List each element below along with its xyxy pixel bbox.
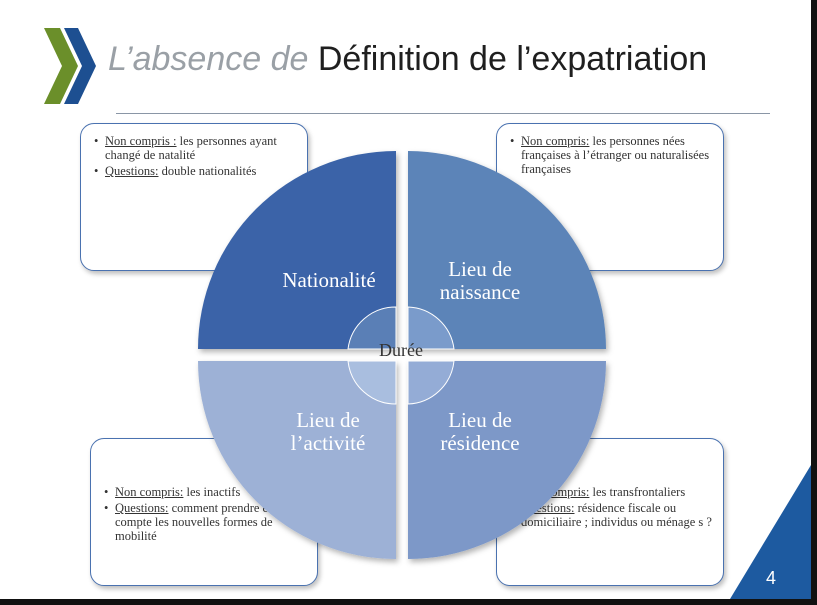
quadrant-bottom-right bbox=[408, 361, 606, 559]
note-key: Non compris: bbox=[115, 485, 184, 499]
title-dark: Définition de l’expatriation bbox=[317, 40, 708, 78]
title-divider bbox=[116, 113, 770, 114]
note-key: Non compris: bbox=[521, 134, 590, 148]
corner-accent bbox=[730, 465, 811, 599]
label-nationalite: Nationalité bbox=[282, 268, 376, 292]
note-text: comment prendre en compte les nouvelles … bbox=[115, 501, 275, 543]
quadrant-bottom-left bbox=[198, 361, 396, 559]
quadrant-top-right bbox=[408, 151, 606, 349]
note-text: résidence fiscale ou domiciliaire ; indi… bbox=[521, 501, 712, 529]
note-key: Questions: bbox=[105, 164, 159, 178]
note-item: Non compris: les inactifs bbox=[104, 485, 309, 499]
note-item: Questions: comment prendre en compte les… bbox=[104, 501, 309, 543]
note-key: Non compris : bbox=[105, 134, 177, 148]
note-key: Questions: bbox=[115, 501, 169, 515]
note-text: double nationalités bbox=[158, 164, 257, 178]
title-light: L’absence de bbox=[108, 40, 309, 78]
oecd-logo bbox=[44, 28, 96, 104]
note-item: Non compris: les personnes nées français… bbox=[510, 134, 715, 176]
center-label: Durée bbox=[379, 340, 423, 360]
note-text: les personnes nées françaises à l’étrang… bbox=[521, 134, 710, 176]
quadrant-top-left bbox=[198, 151, 396, 349]
note-activite: Non compris: les inactifsQuestions: comm… bbox=[90, 438, 318, 586]
note-text: les inactifs bbox=[183, 485, 241, 499]
note-text: les personnes ayant changé de natalité bbox=[105, 134, 277, 162]
page-number: 4 bbox=[766, 568, 777, 588]
note-item: Questions: double nationalités bbox=[94, 164, 299, 178]
slide-title: L’absence de Définition de l’expatriatio… bbox=[108, 40, 707, 79]
center-circle bbox=[347, 306, 455, 405]
note-text: les transfrontaliers bbox=[589, 485, 686, 499]
note-item: Non compris : les personnes ayant changé… bbox=[94, 134, 299, 162]
